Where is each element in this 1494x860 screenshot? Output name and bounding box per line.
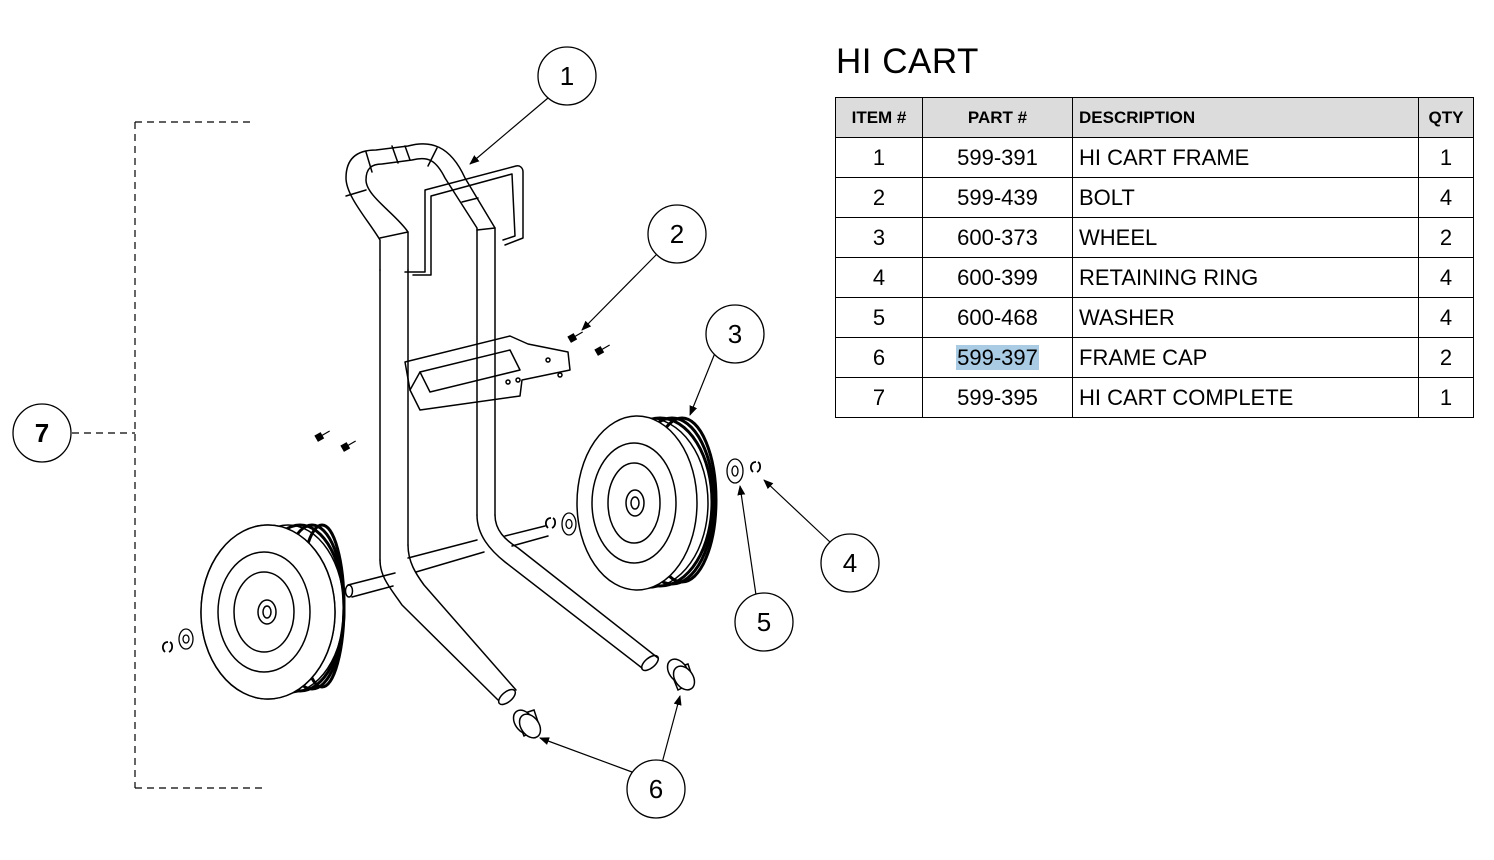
table-header-row: ITEM # PART # DESCRIPTION QTY <box>835 97 1474 138</box>
cell-qty: 1 <box>1418 137 1474 178</box>
cell-part: 599-439 <box>922 177 1073 218</box>
cell-part: 600-399 <box>922 257 1073 298</box>
cell-item: 6 <box>835 337 923 378</box>
cell-item: 3 <box>835 217 923 258</box>
header-part: PART # <box>922 97 1073 138</box>
svg-text:6: 6 <box>649 774 663 804</box>
cell-item: 2 <box>835 177 923 218</box>
cell-qty: 4 <box>1418 297 1474 338</box>
washers-rings <box>161 458 762 653</box>
callout-3: 3 <box>705 304 765 364</box>
cell-qty: 2 <box>1418 217 1474 258</box>
cell-qty: 1 <box>1418 377 1474 418</box>
cell-part[interactable]: 599-397 <box>922 337 1073 378</box>
cell-part: 600-373 <box>922 217 1073 258</box>
callout-4: 4 <box>820 533 880 593</box>
header-qty: QTY <box>1418 97 1474 138</box>
bolt-group <box>314 331 610 452</box>
cell-description: WHEEL <box>1072 217 1419 258</box>
table-row: 3 600-373 WHEEL 2 <box>835 217 1474 258</box>
cell-part: 599-395 <box>922 377 1073 418</box>
parts-list-title: HI CART <box>836 42 979 81</box>
callout-6: 6 <box>626 759 686 819</box>
header-item: ITEM # <box>835 97 923 138</box>
highlighted-part-number[interactable]: 599-397 <box>956 344 1039 370</box>
cell-qty: 4 <box>1418 257 1474 298</box>
table-row: 1 599-391 HI CART FRAME 1 <box>835 137 1474 178</box>
table-row: 6 599-397 FRAME CAP 2 <box>835 337 1474 378</box>
parts-table: ITEM # PART # DESCRIPTION QTY 1 599-391 … <box>835 97 1474 418</box>
cell-part: 599-391 <box>922 137 1073 178</box>
callout-1: 1 <box>537 46 597 106</box>
frame-caps <box>512 658 696 739</box>
cart-frame <box>344 143 660 706</box>
assembly-bracket <box>72 121 265 789</box>
cell-description: WASHER <box>1072 297 1419 338</box>
svg-text:4: 4 <box>843 548 857 578</box>
svg-text:3: 3 <box>728 319 742 349</box>
table-row: 2 599-439 BOLT 4 <box>835 177 1474 218</box>
cell-part: 600-468 <box>922 297 1073 338</box>
svg-text:7: 7 <box>35 418 49 448</box>
callout-5: 5 <box>734 592 794 652</box>
svg-text:2: 2 <box>670 219 684 249</box>
cell-description: BOLT <box>1072 177 1419 218</box>
header-description: DESCRIPTION <box>1072 97 1419 138</box>
wheel-right <box>576 415 718 591</box>
cell-description: HI CART COMPLETE <box>1072 377 1419 418</box>
wheel-left <box>200 523 346 700</box>
cell-item: 1 <box>835 137 923 178</box>
cell-item: 5 <box>835 297 923 338</box>
table-row: 5 600-468 WASHER 4 <box>835 297 1474 338</box>
cell-qty: 2 <box>1418 337 1474 378</box>
cell-description: FRAME CAP <box>1072 337 1419 378</box>
svg-text:5: 5 <box>757 607 771 637</box>
cell-description: HI CART FRAME <box>1072 137 1419 178</box>
callout-7: 7 <box>12 403 72 463</box>
callout-2: 2 <box>647 204 707 264</box>
cell-item: 7 <box>835 377 923 418</box>
table-row: 4 600-399 RETAINING RING 4 <box>835 257 1474 298</box>
leader-lines <box>469 97 832 773</box>
cell-description: RETAINING RING <box>1072 257 1419 298</box>
cell-qty: 4 <box>1418 177 1474 218</box>
svg-text:1: 1 <box>560 61 574 91</box>
table-row: 7 599-395 HI CART COMPLETE 1 <box>835 377 1474 418</box>
cell-item: 4 <box>835 257 923 298</box>
